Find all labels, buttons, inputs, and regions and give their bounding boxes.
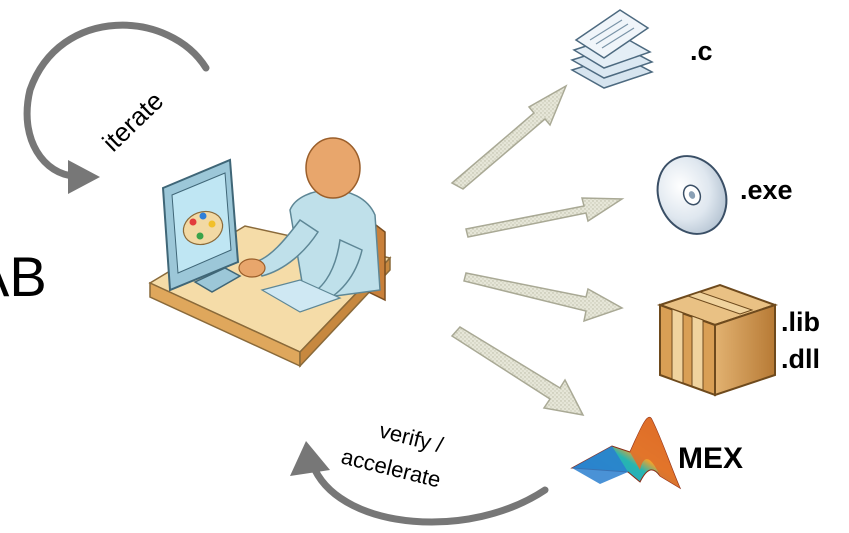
left-product-label: AB xyxy=(0,245,47,308)
iterate-label: iterate xyxy=(96,86,169,158)
output-arrow-lib xyxy=(463,272,624,323)
iterate-loop-arrow xyxy=(23,21,210,194)
cd-disc-icon xyxy=(656,155,728,235)
output-label-c: .c xyxy=(690,36,713,66)
output-label-mex: MEX xyxy=(678,442,743,475)
output-label-exe: .exe xyxy=(740,175,793,205)
output-arrow-exe xyxy=(465,197,625,238)
output-label-dll: .dll xyxy=(781,344,820,374)
output-label-lib: .lib xyxy=(781,307,820,337)
source-files-icon xyxy=(570,9,654,89)
verify-loop-arrow xyxy=(290,441,549,526)
matlab-logo-icon xyxy=(570,417,682,490)
package-box-icon xyxy=(656,283,779,397)
verify-label: verify / xyxy=(377,418,447,458)
output-arrow-mex xyxy=(450,326,585,417)
output-arrow-c xyxy=(450,84,568,190)
developer-at-computer-icon xyxy=(148,137,392,368)
